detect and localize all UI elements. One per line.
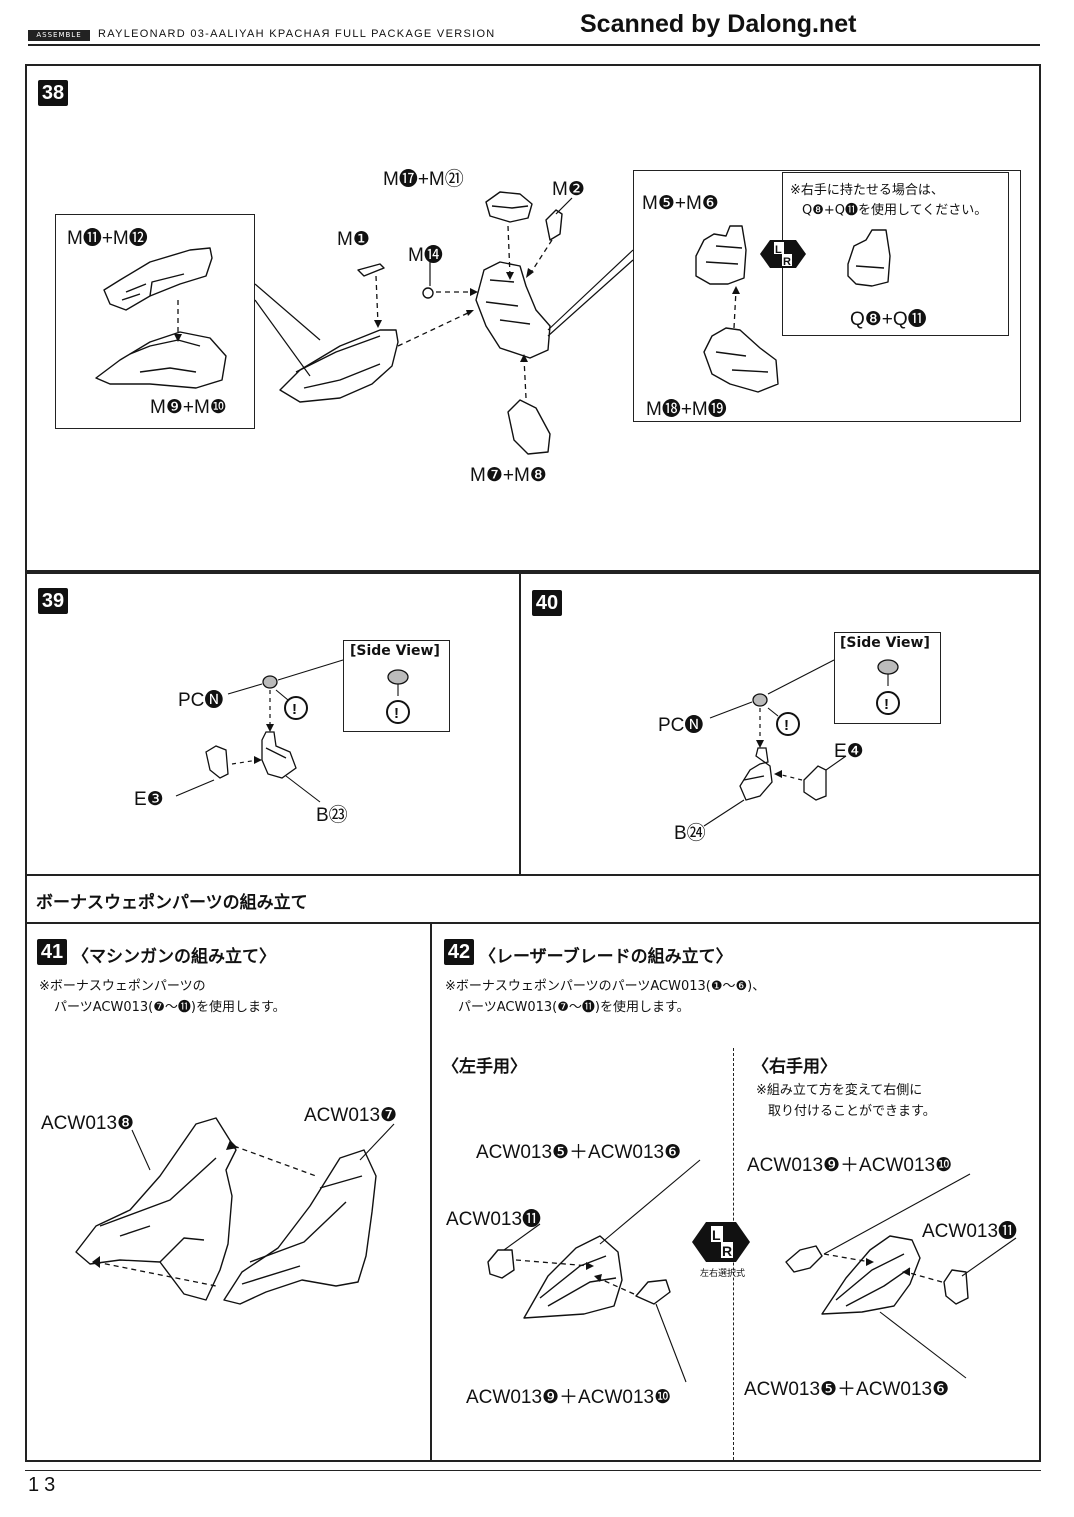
label-m17-m21: M⓱+M㉑	[383, 169, 464, 190]
bonus-weapon-heading: ボーナスウェポンパーツの組み立て	[36, 893, 308, 913]
right-label-acw013-9-10: ACW013❾＋ACW013❿	[747, 1155, 953, 1176]
step-40-caution-icon: !	[776, 712, 800, 736]
right-hand-title: 〈右手用〉	[752, 1057, 837, 1077]
step-39-caution-icon: !	[284, 696, 308, 720]
step-40-side-view-caution-icon: !	[876, 691, 900, 715]
left-hand-title: 〈左手用〉	[442, 1057, 527, 1077]
label-m11-m12: M⓫+M⓬	[67, 228, 148, 249]
step-40-b-label: B㉔	[674, 823, 706, 844]
step-40-side-view-box	[834, 632, 941, 724]
right-label-acw013-11: ACW013⓫	[922, 1221, 1018, 1242]
label-q8-q11: Q❽+Q⓫	[850, 309, 927, 330]
lr-selector-caption: 左右選択式	[700, 1269, 746, 1279]
left-label-acw013-9-10: ACW013❾＋ACW013❿	[466, 1387, 672, 1408]
label-m9-m10: M❾+M❿	[150, 397, 227, 418]
page-bottom-rule	[25, 1470, 1041, 1471]
step-42-number: 42	[444, 939, 474, 965]
step-38-number: 38	[38, 80, 68, 106]
step-42-note-line1: ※ボーナスウェポンパーツのパーツACW013(❶〜❻)、	[445, 979, 766, 994]
bonus-heading-rule	[25, 922, 1041, 924]
svg-text:!: !	[884, 696, 889, 713]
step-40-side-view-label: [Side View]	[840, 635, 930, 651]
step-39-number: 39	[38, 588, 68, 614]
label-m18-m19: M⓲+M⓳	[646, 399, 727, 420]
svg-text:R: R	[783, 256, 791, 268]
step-41-label-acw013-8: ACW013❽	[41, 1113, 135, 1134]
svg-text:!: !	[292, 701, 297, 718]
right-hand-note-1: ※組み立て方を変えて右側に	[756, 1083, 923, 1098]
right-hand-note-line2: Q❽+Q⓫を使用してください。	[802, 203, 988, 218]
step-40-e-label: E❹	[834, 741, 864, 762]
step-38-inset-right	[633, 170, 1021, 422]
svg-text:!: !	[394, 705, 399, 722]
step-39-b-label: B㉓	[316, 805, 348, 826]
right-hand-note-line1: ※右手に持たせる場合は、	[790, 183, 944, 198]
step-39-illustration: ! !	[175, 659, 410, 803]
header-rule	[28, 44, 1040, 46]
svg-text:R: R	[722, 1243, 732, 1259]
document-title: RAYLEONARD 03-AALIYAH KPACHAЯ FULL PACKA…	[98, 28, 496, 40]
step-42-title: 〈レーザーブレードの組み立て〉	[479, 947, 733, 967]
step-41-number: 41	[37, 939, 67, 965]
step-39-e-label: E❸	[134, 789, 164, 810]
step-41-note-line1: ※ボーナスウェポンパーツの	[39, 979, 206, 994]
step-39-side-view-caution-icon: !	[386, 700, 410, 724]
page-number: 13	[28, 1474, 61, 1496]
left-label-acw013-11: ACW013⓫	[446, 1209, 542, 1230]
step-38-illustration: L R	[95, 191, 891, 455]
svg-text:L: L	[775, 244, 782, 256]
step-41-title: 〈マシンガンの組み立て〉	[72, 947, 276, 967]
step-39-side-view-label: [Side View]	[350, 643, 440, 659]
right-hand-note-2: 取り付けることができます。	[768, 1104, 936, 1119]
assemble-tag: ASSEMBLE	[28, 30, 90, 41]
label-m2: M❷	[552, 179, 585, 200]
label-m7-m8: M❼+M❽	[470, 465, 547, 486]
step-38-inset-left	[55, 214, 255, 429]
label-m14: M⓮	[408, 245, 443, 266]
step-40-number: 40	[532, 590, 562, 616]
svg-text:!: !	[784, 717, 789, 734]
lr-selector-icon-42: L R	[692, 1222, 750, 1262]
step-38-panel	[25, 64, 1041, 572]
label-m1: M❶	[337, 229, 370, 250]
svg-text:L: L	[712, 1227, 721, 1243]
step-39-side-view-box	[343, 640, 450, 732]
step-41-label-acw013-7: ACW013❼	[304, 1105, 398, 1126]
step-42-note-line2: パーツACW013(❼〜⓫)を使用します。	[458, 1000, 690, 1015]
step-40-illustration: ! !	[703, 659, 900, 827]
scan-credit: Scanned by Dalong.net	[580, 10, 857, 38]
right-label-acw013-5-6: ACW013❺＋ACW013❻	[744, 1379, 950, 1400]
lr-selector-icon: L R	[760, 240, 806, 268]
label-m5-m6: M❺+M❻	[642, 193, 719, 214]
step-41-42-divider	[430, 922, 432, 1462]
bonus-parts-panel	[25, 874, 1041, 1462]
step-40-pc-label: PC🅝	[658, 715, 704, 736]
left-label-acw013-5-6: ACW013❺＋ACW013❻	[476, 1142, 682, 1163]
step-41-note-line2: パーツACW013(❼〜⓫)を使用します。	[54, 1000, 286, 1015]
step-39-pc-label: PC🅝	[178, 690, 224, 711]
